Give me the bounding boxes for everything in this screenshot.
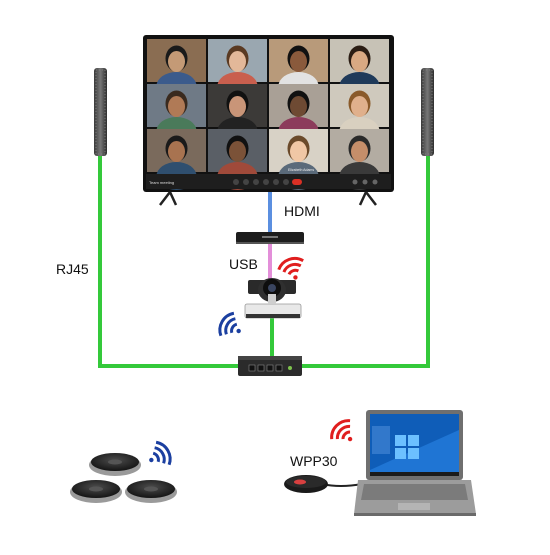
- poe-switch: [238, 356, 302, 376]
- microphone-pod: [70, 480, 122, 503]
- microphone-pod: [125, 480, 177, 503]
- participant-tile: [330, 84, 389, 145]
- wifi-icon: [330, 419, 353, 442]
- speaker-right: [421, 68, 434, 156]
- wpp30-label: WPP30: [290, 453, 338, 469]
- hdmi-label: HDMI: [284, 203, 320, 219]
- tv-leg-right: [358, 191, 377, 206]
- ethernet-cable-left: [98, 155, 238, 368]
- ptz-camera: [244, 278, 302, 319]
- room-box: [236, 232, 304, 244]
- ethernet-cables: [98, 155, 430, 368]
- tv-leg-left: [159, 191, 178, 206]
- call-controls: [233, 179, 378, 185]
- microphone-pod: [89, 453, 141, 476]
- wpp30-dongle: [284, 475, 363, 493]
- participant-tile: [147, 39, 206, 100]
- video-grid: [147, 39, 389, 190]
- participant-tag: Elizabeth Adams: [288, 168, 314, 172]
- wifi-icon: [277, 257, 304, 280]
- usb-label: USB: [229, 256, 258, 272]
- ethernet-cable-right: [302, 155, 430, 368]
- tv-display: Team meeting Elizabeth Adams: [143, 35, 394, 206]
- participant-tile: [208, 39, 267, 100]
- wifi-icon: [218, 311, 241, 337]
- windows-logo-icon: [395, 435, 419, 459]
- laptop: [354, 410, 476, 516]
- speaker-left: [94, 68, 107, 156]
- meeting-title: Team meeting: [149, 180, 174, 185]
- rj45-label: RJ45: [56, 261, 89, 277]
- wifi-icon: [149, 440, 172, 466]
- participant-tile: [269, 84, 328, 145]
